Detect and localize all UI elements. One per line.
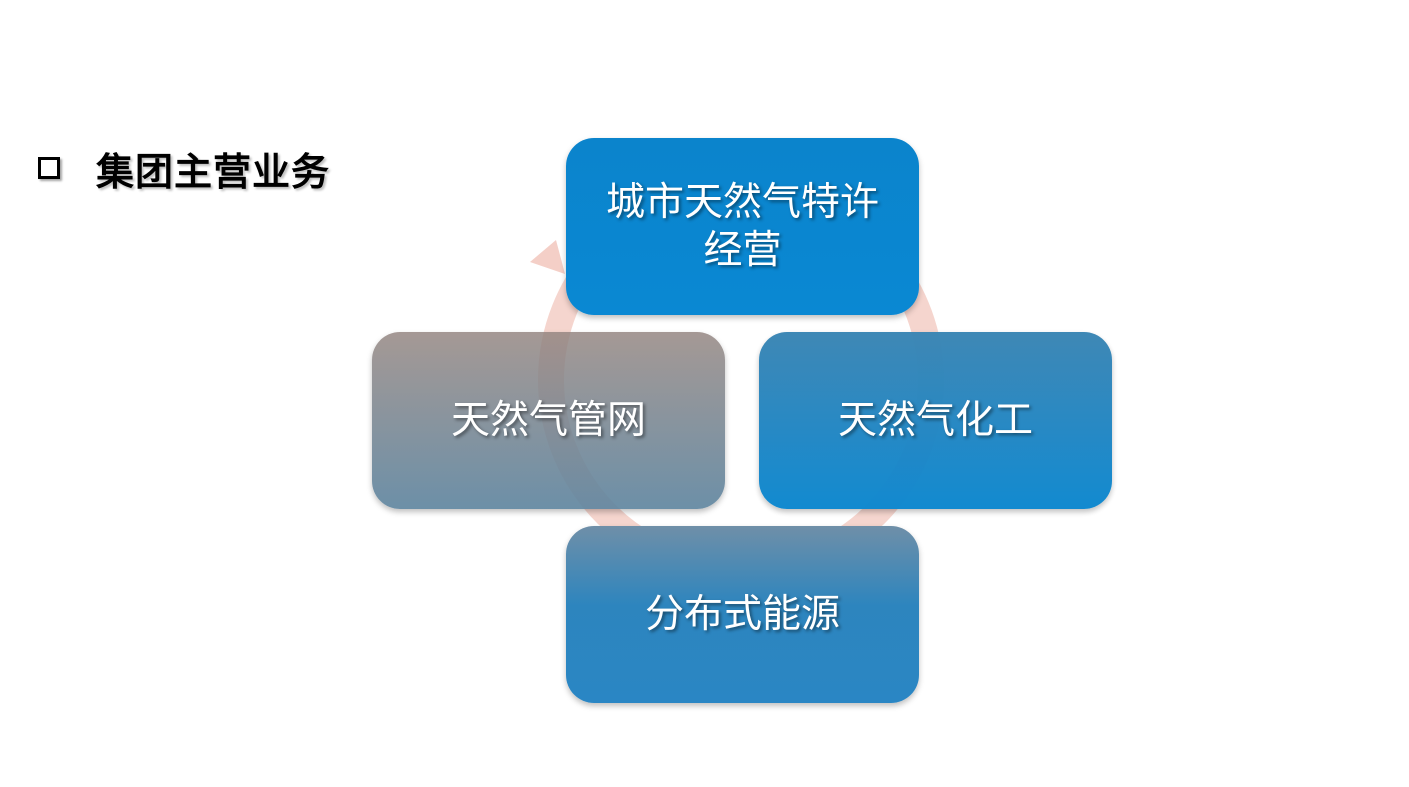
slide-heading: 集团主营业务 — [38, 140, 330, 196]
cycle-node-left: 天然气管网 — [372, 332, 725, 509]
cycle-node-bottom: 分布式能源 — [566, 526, 919, 703]
cycle-node-top: 城市天然气特许经营 — [566, 138, 919, 315]
cycle-node-right: 天然气化工 — [759, 332, 1112, 509]
cycle-arrowhead-icon — [530, 240, 565, 274]
checkbox-square-icon — [38, 157, 60, 179]
heading-text: 集团主营业务 — [96, 148, 331, 194]
